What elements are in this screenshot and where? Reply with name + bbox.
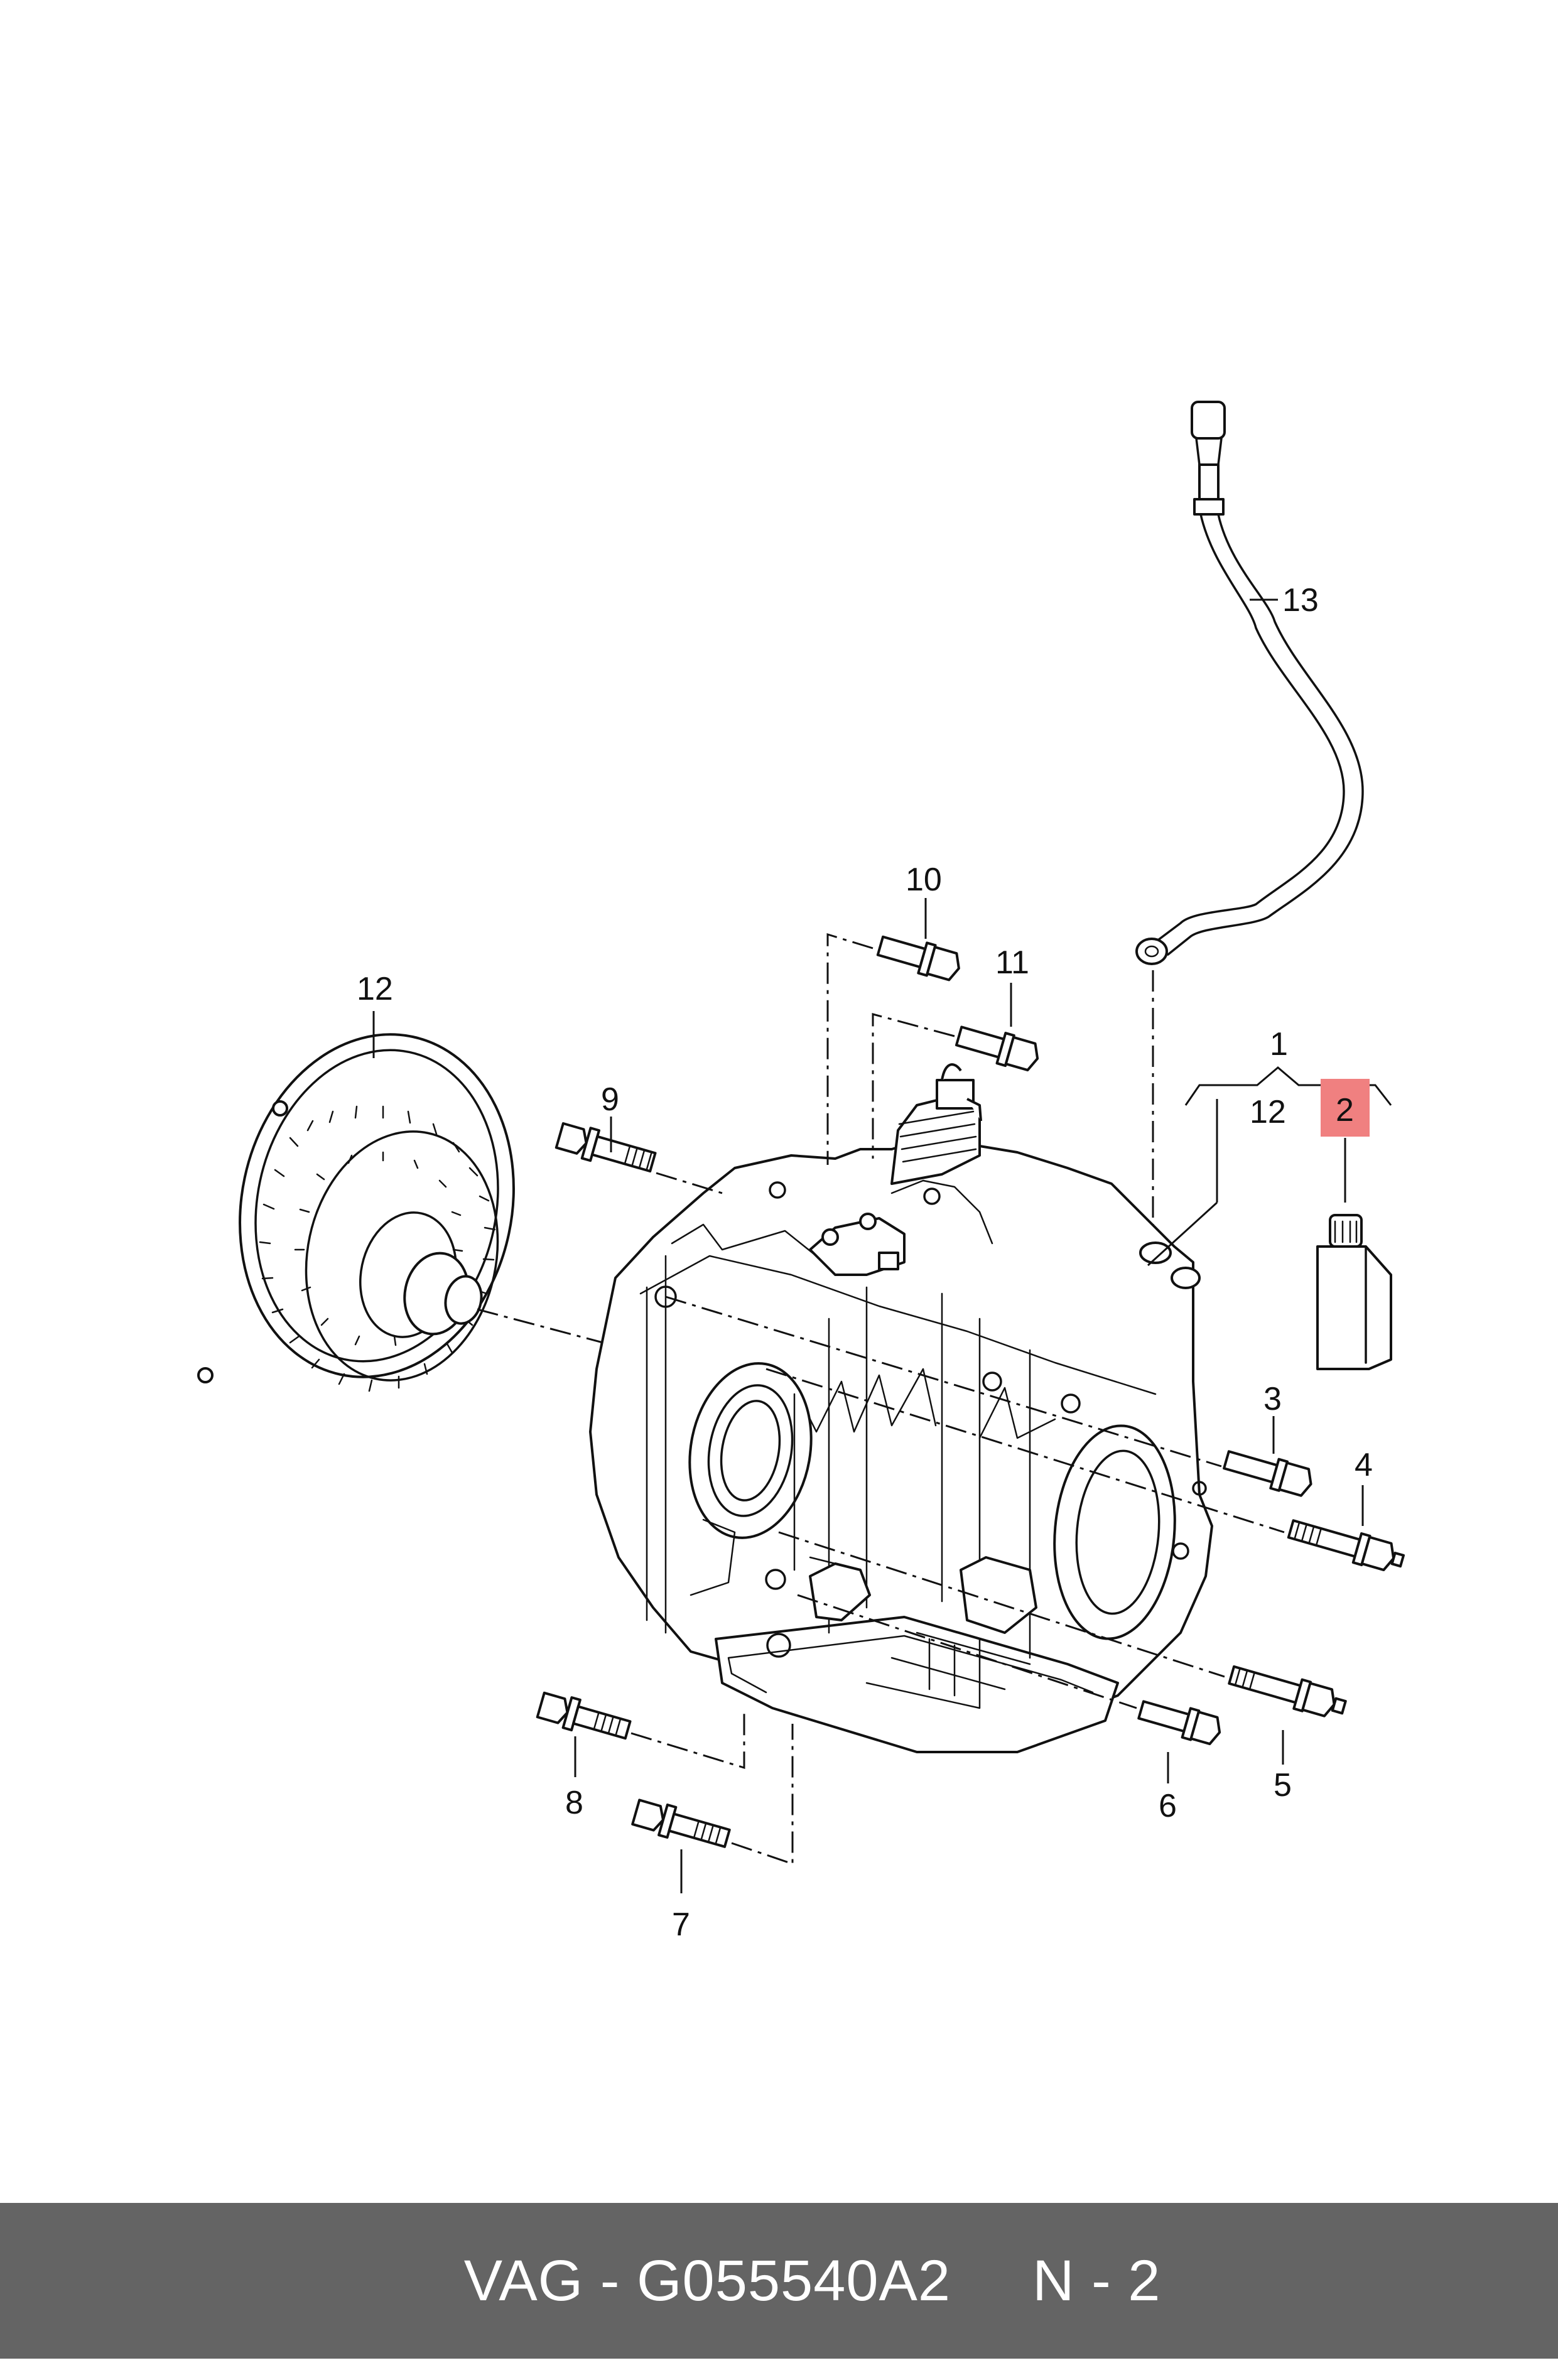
group-bracket [1184,1066,1392,1106]
transmission-housing [589,1063,1213,1753]
callout-5: 5 [1274,1767,1292,1804]
callout-10: 10 [906,862,942,898]
callout-13: 13 [1282,582,1319,619]
callout-6: 6 [1159,1788,1177,1824]
exploded-parts-diagram: 13 [197,401,1405,1943]
bolt-3 [1223,1450,1312,1497]
callout-9: 9 [601,1081,619,1118]
callout-2-highlight [1321,1079,1370,1137]
vent-hose [1135,401,1364,965]
oil-bottle [1316,1214,1392,1370]
bolt-11 [955,1025,1039,1072]
callout-7: 7 [672,1907,690,1943]
footer-text: VAG - G055540A2 N - 2 [398,2182,1161,2380]
callout-4: 4 [1355,1447,1373,1483]
bolt-4 [1287,1519,1405,1572]
bolt-6 [1137,1700,1221,1746]
callout-8: 8 [565,1785,583,1821]
bolt-9 [554,1122,657,1173]
part-number-label: VAG - G055540A2 [463,2248,951,2313]
bolt-8 [536,1691,632,1740]
callout-12-converter: 12 [357,971,393,1007]
callout-1: 1 [1270,1026,1288,1063]
callout-2: 2 [1336,1092,1354,1128]
bolt-7 [631,1799,731,1848]
reference-label: N - 2 [1032,2248,1161,2313]
callout-12-group: 12 [1250,1094,1286,1130]
callout-3: 3 [1263,1381,1282,1417]
bolt-5 [1228,1665,1347,1717]
bolt-10 [876,935,960,982]
torque-converter [197,1033,515,1392]
footer-bar: VAG - G055540A2 N - 2 [0,2203,1558,2359]
callout-11: 11 [995,944,1029,981]
